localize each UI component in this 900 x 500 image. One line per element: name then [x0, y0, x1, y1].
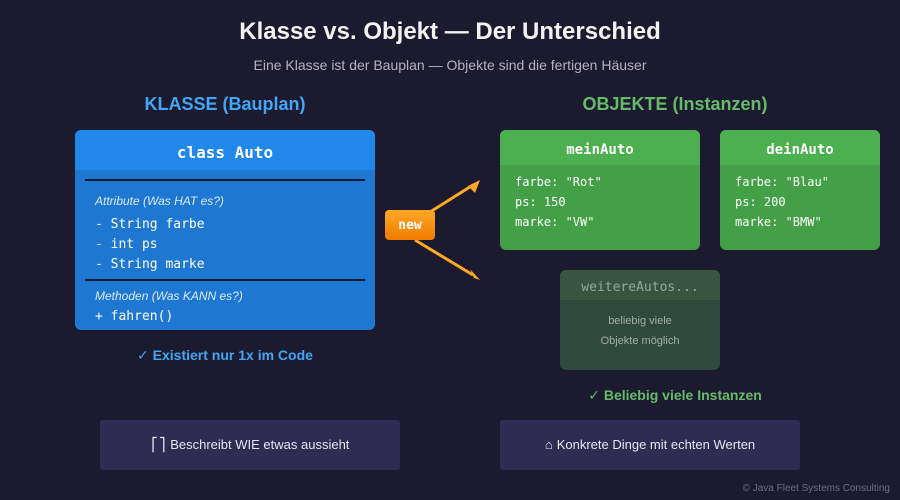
more-objects-text: Objekte möglich: [600, 335, 680, 347]
class-box: class Auto Attribute (Was HAT es?) - Str…: [75, 130, 375, 330]
objects-section-heading: OBJEKTE (Instanzen): [582, 94, 768, 114]
object-box-meinauto: meinAuto farbe: "Rot" ps: 150 marke: "VW…: [500, 130, 700, 250]
arrow-down-head: [470, 269, 480, 280]
methods-label: Methoden (Was KANN es?): [95, 289, 243, 303]
object-field: marke: "BMW": [735, 215, 822, 229]
arrow-down-line: [414, 238, 474, 277]
object-field: ps: 150: [515, 195, 566, 209]
object-name: deinAuto: [720, 130, 880, 165]
new-keyword-badge: new: [385, 210, 435, 240]
more-objects-text: beliebig viele: [608, 315, 672, 327]
objects-info-text: Konkrete Dinge mit echten Werten: [556, 437, 756, 452]
objects-info-box: ⌂Konkrete Dinge mit echten Werten: [500, 420, 800, 470]
object-field: ps: 200: [735, 195, 786, 209]
arrow-up-head: [468, 180, 480, 193]
attribute-line: - String farbe: [95, 217, 205, 232]
class-name: class Auto: [75, 130, 375, 170]
more-objects-box: weitereAutos... beliebig viele Objekte m…: [560, 270, 720, 370]
object-box-deinauto: deinAuto farbe: "Blau" ps: 200 marke: "B…: [720, 130, 880, 250]
attributes-label: Attribute (Was HAT es?): [95, 194, 224, 208]
arrow-up-line: [429, 183, 474, 214]
attribute-line: - String marke: [95, 257, 205, 272]
more-objects-name: weitereAutos...: [560, 270, 720, 300]
attribute-line: - int ps: [95, 237, 158, 252]
objects-check-note: ✓ Beliebig viele Instanzen: [588, 387, 762, 403]
object-name: meinAuto: [500, 130, 700, 165]
class-info-box: ⎡⎤Beschreibt WIE etwas aussieht: [100, 420, 400, 470]
class-section-heading: KLASSE (Bauplan): [144, 94, 306, 114]
method-line: + fahren(): [95, 309, 174, 324]
class-info-text: Beschreibt WIE etwas aussieht: [170, 437, 350, 452]
blueprint-icon: ⎡⎤: [150, 438, 167, 453]
object-field: marke: "VW": [515, 215, 595, 229]
class-divider-top: [85, 179, 365, 181]
class-divider-bottom: [85, 279, 365, 281]
class-check-note: ✓ Existiert nur 1x im Code: [137, 347, 313, 363]
object-field: farbe: "Rot": [515, 175, 602, 189]
object-field: farbe: "Blau": [735, 175, 829, 189]
page-subtitle: Eine Klasse ist der Bauplan — Objekte si…: [253, 57, 647, 73]
house-icon: ⌂: [544, 437, 553, 452]
footer-copyright: © Java Fleet Systems Consulting: [742, 483, 890, 494]
page-title: Klasse vs. Objekt — Der Unterschied: [239, 18, 661, 45]
